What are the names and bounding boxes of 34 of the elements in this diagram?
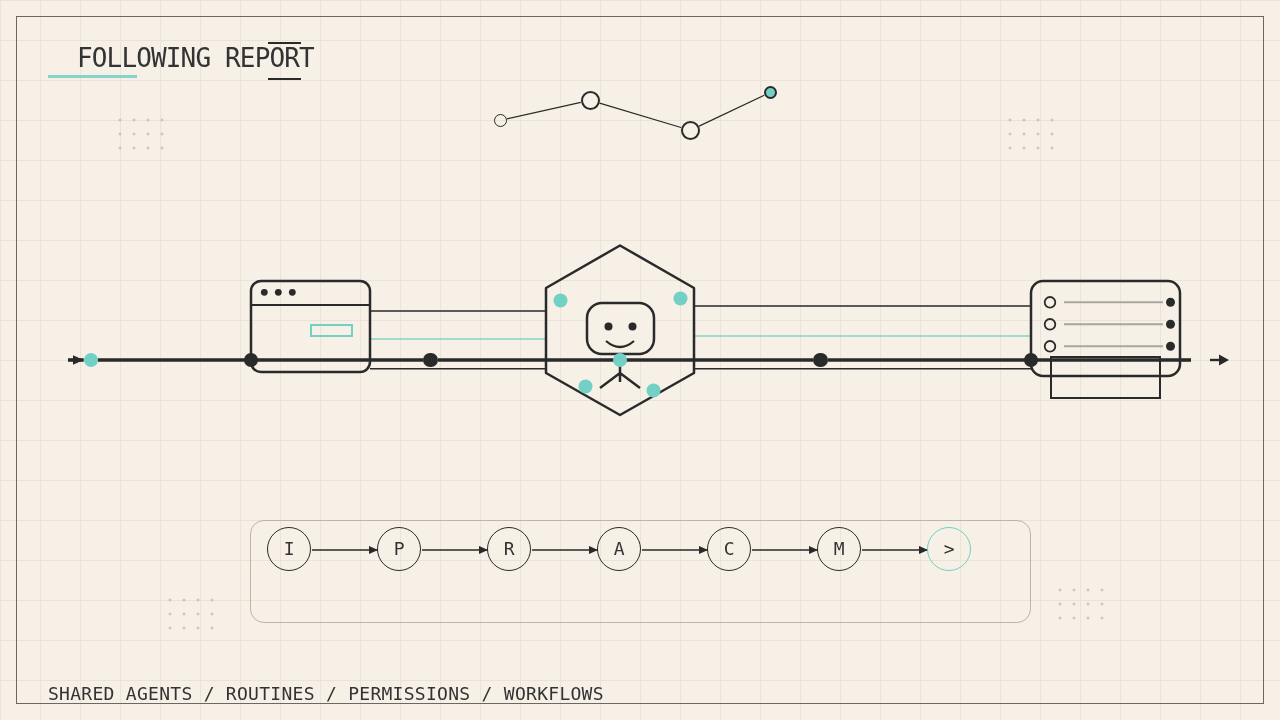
browser-window-illustration (249, 279, 372, 374)
arrow (421, 545, 489, 555)
line-dot (423, 352, 438, 368)
connector-line (506, 101, 582, 120)
chart-point (763, 85, 777, 99)
arrow (311, 545, 379, 555)
caption: SHARED AGENTS / ROUTINES / PERMISSIONS / WORKFLOWS (48, 685, 604, 703)
list-panel-illustration (1029, 279, 1182, 400)
connector-line (369, 310, 547, 312)
connector-line (827, 353, 1038, 367)
group-container (250, 520, 1031, 623)
title: FOLLOWING REPORT (77, 45, 314, 71)
arrow (861, 545, 929, 555)
arrow (68, 355, 84, 365)
connector-line (694, 358, 814, 362)
connector-line (693, 367, 1032, 370)
connector-line (369, 367, 547, 370)
arrow (531, 545, 599, 555)
connector-line (369, 338, 547, 340)
connector-line (693, 305, 1032, 307)
arrow (641, 545, 709, 555)
chart-point (580, 90, 600, 110)
hexagon-figure-illustration (544, 243, 696, 417)
line-dot (813, 352, 828, 368)
connector-line (370, 358, 424, 362)
connector-line (438, 358, 546, 362)
line-dot (83, 353, 98, 367)
connector-line (97, 353, 258, 367)
connector-line (698, 94, 765, 127)
arrow (751, 545, 819, 555)
connector-line (693, 335, 1032, 337)
connector-line (599, 102, 682, 129)
chart-point (680, 120, 700, 140)
connector-line (1180, 358, 1191, 362)
